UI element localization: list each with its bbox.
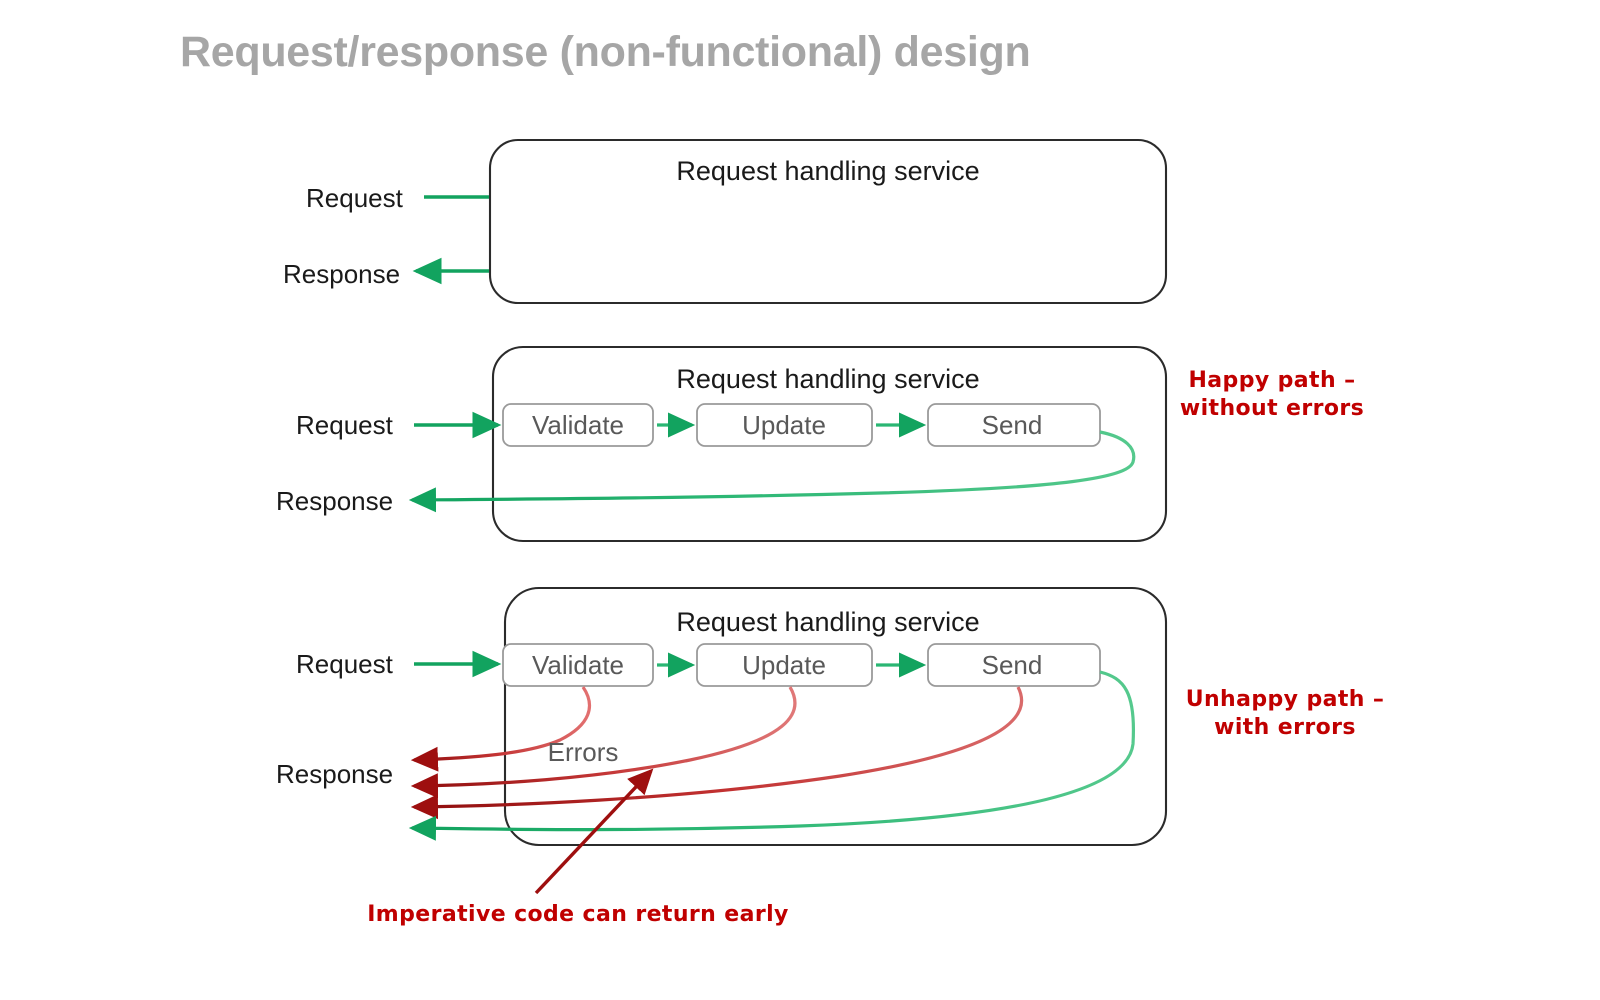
panel-1-request-label: Request (306, 183, 404, 213)
panel-2-step-send-label: Send (982, 410, 1043, 440)
panel-2-step-send[interactable] (927, 403, 1101, 447)
panel-3-step-validate[interactable] (502, 643, 654, 687)
panel-3-request-label: Request (296, 649, 394, 679)
panel-2-response-label: Response (276, 486, 393, 516)
panel-2-step-validate-label: Validate (532, 410, 624, 440)
panel-1-container (488, 138, 1168, 305)
panel-1-title: Request handling service (676, 156, 979, 186)
panel-3-note-line2: with errors (1214, 715, 1356, 740)
panel-3-title: Request handling service (676, 607, 979, 637)
panel-3-note-line1: Unhappy path – (1186, 687, 1385, 712)
panel-3-errors-label: Errors (548, 737, 619, 767)
callout-text: Imperative code can return early (367, 902, 789, 927)
page-title: Request/response (non-functional) design (180, 28, 1031, 76)
panel-3-response-label: Response (276, 759, 393, 789)
panel-3-container (503, 586, 1168, 847)
panel-3-happy-return-path (408, 670, 1136, 841)
panel-2-step-update[interactable] (696, 403, 873, 447)
panel-3-group: Request handling service Request Validat… (276, 586, 1385, 847)
panel-1-response-label: Response (283, 259, 400, 289)
callout-group: Imperative code can return early (367, 768, 789, 927)
panel-2-note-line1: Happy path – (1189, 368, 1356, 393)
panel-1-group: Request handling service Request Respons… (283, 138, 1168, 305)
panel-3-step-send[interactable] (927, 643, 1101, 687)
panel-3-step-update[interactable] (696, 643, 873, 687)
panel-2-step-update-label: Update (742, 410, 826, 440)
panel-2-container (491, 345, 1168, 543)
panel-2-note-line2: without errors (1180, 396, 1364, 421)
panel-2-step-validate[interactable] (502, 403, 654, 447)
callout-arrow (534, 768, 654, 895)
panel-3-step-send-label: Send (982, 650, 1043, 680)
panel-3-error-path-update (410, 686, 797, 799)
panel-3-error-path-send (410, 686, 1024, 820)
panel-2-title: Request handling service (676, 364, 979, 394)
panel-3-error-path-validate (410, 686, 592, 772)
panel-2-request-label: Request (296, 410, 394, 440)
panel-3-step-update-label: Update (742, 650, 826, 680)
panel-2-group: Request handling service Request Validat… (276, 345, 1364, 543)
panel-2-happy-return-path (408, 430, 1136, 513)
panel-3-step-validate-label: Validate (532, 650, 624, 680)
